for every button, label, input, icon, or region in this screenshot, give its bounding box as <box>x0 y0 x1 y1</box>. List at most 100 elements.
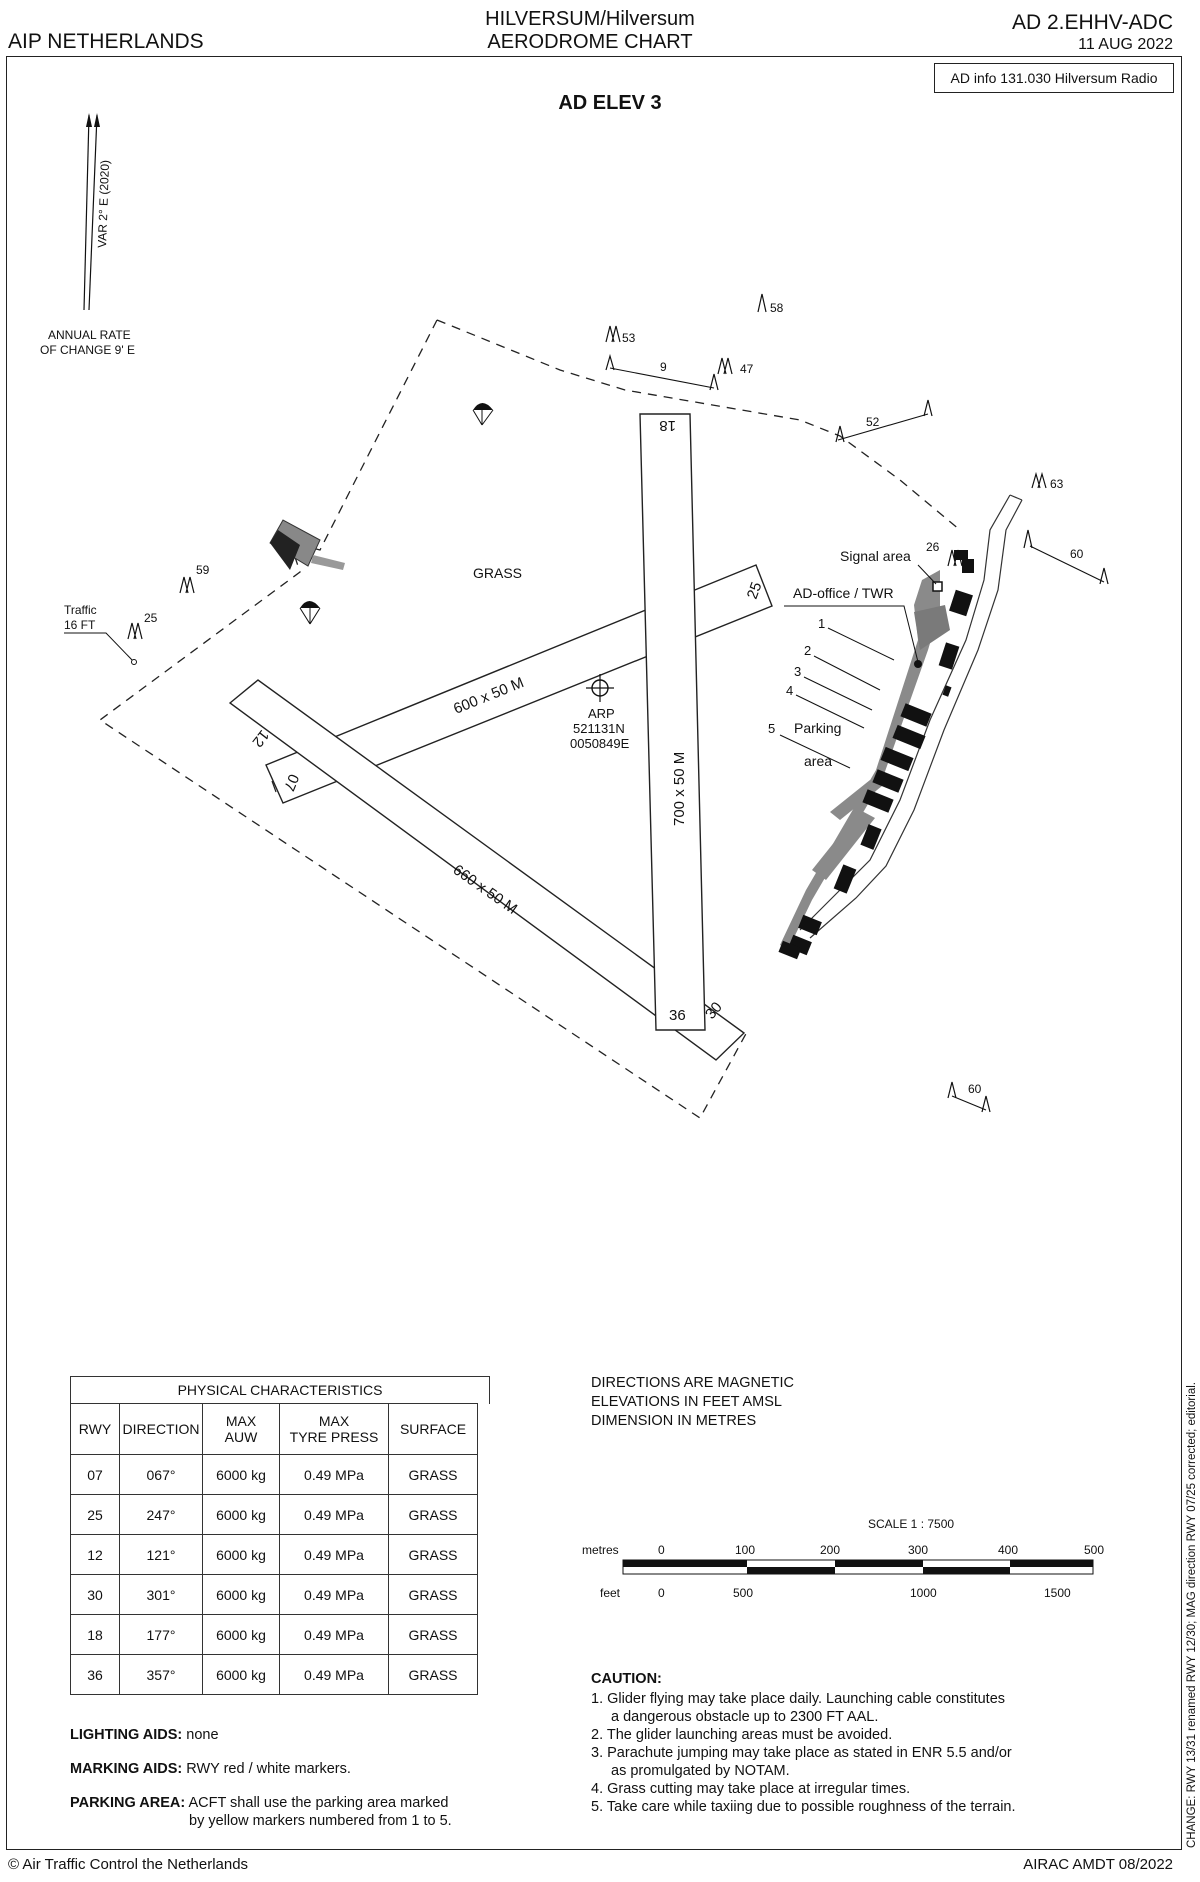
obstacle-elev-60-south: 60 <box>968 1082 982 1096</box>
arp-label: ARP <box>588 706 615 721</box>
cell-tyre: 0.49 MPa <box>279 1614 389 1655</box>
scale-metres-tick: 400 <box>998 1543 1019 1557</box>
parking-area-label-line1: Parking <box>794 720 841 736</box>
caution-number: 3. <box>591 1745 604 1761</box>
obstacle-icon <box>981 1095 991 1113</box>
directions-note-2: ELEVATIONS IN FEET AMSL <box>591 1394 782 1410</box>
marking-aids-label: MARKING AIDS: <box>70 1761 183 1777</box>
cell-auw: 6000 kg <box>202 1574 280 1615</box>
parking-marker-2: 2 <box>804 643 811 658</box>
obstacle-connector <box>609 367 715 389</box>
obstacle-icon <box>923 399 933 417</box>
ad-info-box: AD info 131.030 Hilversum Radio <box>934 63 1174 93</box>
traffic-leader <box>64 632 135 663</box>
cell-direction: 301° <box>119 1574 203 1615</box>
parachute-icon <box>472 403 494 426</box>
runway-end-18: 18 <box>659 417 676 434</box>
parking-marker-4: 4 <box>786 683 793 698</box>
north-arrow-icon <box>83 113 100 311</box>
col-max-auw: MAX AUW <box>202 1403 280 1455</box>
cell-surface: GRASS <box>388 1534 478 1575</box>
cell-auw: 6000 kg <box>202 1654 280 1695</box>
col-surface: SURFACE <box>388 1403 478 1455</box>
runway-end-36: 36 <box>669 1007 686 1024</box>
cell-auw: 6000 kg <box>202 1614 280 1655</box>
obstacle-elev-59: 59 <box>196 563 210 577</box>
scale-metres-tick: 0 <box>658 1543 665 1557</box>
marking-aids-value: RWY red / white markers. <box>186 1761 351 1777</box>
caution-number: 5. <box>591 1799 604 1815</box>
scale-metres-tick: 100 <box>735 1543 756 1557</box>
aerodrome-boundary <box>98 319 961 1119</box>
parking-marker-1: 1 <box>818 616 825 631</box>
caution-item-1: 1. Glider flying may take place daily. L… <box>591 1690 1005 1726</box>
parking-marker-3: 3 <box>794 664 801 679</box>
obstacle-icon <box>835 425 845 443</box>
annual-rate-line2: OF CHANGE 9' E <box>40 343 135 357</box>
caution-text: Take care while taxiing due to possible … <box>606 1799 1016 1815</box>
scale-title: SCALE 1 : 7500 <box>868 1517 955 1531</box>
cell-tyre: 0.49 MPa <box>279 1654 389 1695</box>
scale-metres-tick: 500 <box>1084 1543 1105 1557</box>
obstacle-icon <box>1031 471 1047 489</box>
change-note: CHANGE: RWY 13/31 renamed RWY 12/30; MAG… <box>1186 1382 1198 1848</box>
caution-number: 4. <box>591 1781 604 1797</box>
obstacle-icon <box>947 1081 957 1099</box>
runway-18-36 <box>639 413 706 1031</box>
caution-text-cont: a dangerous obstacle up to 2300 FT AAL. <box>611 1709 879 1725</box>
obstacle-elev-63: 63 <box>1050 477 1064 491</box>
chart-title-line1: HILVERSUM/Hilversum <box>485 8 695 30</box>
scale-bar <box>622 1559 1094 1575</box>
cell-surface: GRASS <box>388 1614 478 1655</box>
runway-end-07: 07 <box>280 772 302 794</box>
cell-auw: 6000 kg <box>202 1494 280 1535</box>
scale-feet-tick: 500 <box>733 1586 754 1600</box>
obstacle-icon <box>605 353 615 371</box>
runway-12-30 <box>228 679 746 1061</box>
caution-item-2: 2. The glider launching areas must be av… <box>591 1726 892 1744</box>
caution-text-cont: as promulgated by NOTAM. <box>611 1763 790 1779</box>
arp-lon: 0050849E <box>570 736 630 751</box>
obstacle-elev-26: 26 <box>926 540 940 554</box>
runway-end-25: 25 <box>744 580 766 601</box>
marking-aids: MARKING AIDS: RWY red / white markers. <box>70 1760 351 1778</box>
signal-area-label: Signal area <box>840 548 911 564</box>
cell-surface: GRASS <box>388 1494 478 1535</box>
cell-surface: GRASS <box>388 1574 478 1615</box>
obstacle-elev-58: 58 <box>770 301 784 315</box>
cell-direction: 357° <box>119 1654 203 1695</box>
col-rwy: RWY <box>70 1403 120 1455</box>
apron-buildings <box>778 550 974 960</box>
parking-marker-5: 5 <box>768 721 775 736</box>
cell-rwy: 36 <box>70 1654 120 1695</box>
cell-direction: 067° <box>119 1454 203 1495</box>
caution-text: Parachute jumping may take place as stat… <box>607 1745 1012 1761</box>
lighting-aids-label: LIGHTING AIDS: <box>70 1727 183 1743</box>
cell-auw: 6000 kg <box>202 1534 280 1575</box>
parking-area-label: PARKING AREA: <box>70 1795 186 1811</box>
signal-area-square <box>932 581 943 592</box>
caution-number: 2. <box>591 1727 604 1743</box>
caution-item-4: 4. Grass cutting may take place at irreg… <box>591 1780 910 1798</box>
chart-frame <box>6 56 1182 1850</box>
cell-tyre: 0.49 MPa <box>279 1574 389 1615</box>
obstacle-icon <box>179 576 195 594</box>
scale-feet-tick: 0 <box>658 1586 665 1600</box>
directions-note-3: DIMENSION IN METRES <box>591 1413 757 1429</box>
west-hangar <box>269 519 345 570</box>
cell-tyre: 0.49 MPa <box>279 1454 389 1495</box>
cell-surface: GRASS <box>388 1454 478 1495</box>
parking-area-label-line2: area <box>804 753 832 769</box>
obstacle-elev-47: 47 <box>740 362 754 376</box>
parking-area-note: PARKING AREA: ACFT shall use the parking… <box>70 1794 449 1812</box>
scale-metres-label: metres <box>582 1543 619 1557</box>
cell-rwy: 12 <box>70 1534 120 1575</box>
lighting-aids: LIGHTING AIDS: none <box>70 1726 219 1744</box>
cell-surface: GRASS <box>388 1654 478 1695</box>
